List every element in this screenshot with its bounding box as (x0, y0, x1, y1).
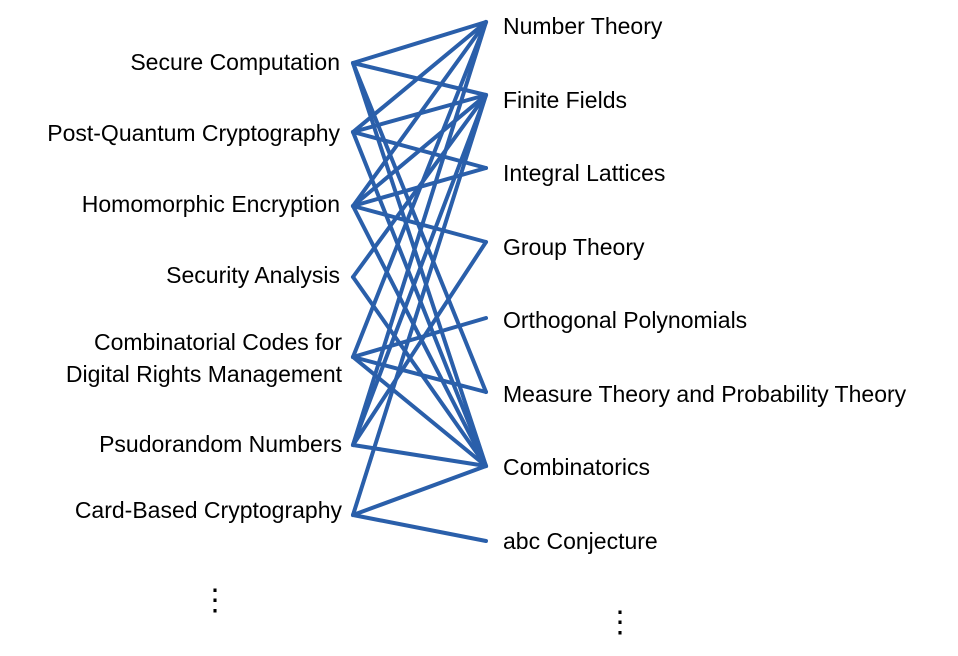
right-topic-number-theory: Number Theory (503, 13, 663, 39)
link-homomorphic-to-group-theory (351, 204, 488, 244)
link-homomorphic-to-number-theory (351, 20, 488, 208)
link-card-based-to-finite-fields (351, 93, 488, 517)
left-topic-post-quantum: Post-Quantum Cryptography (47, 120, 340, 146)
left-topic-combinatorial-codes-line1: Combinatorial Codes for (93, 329, 342, 355)
left-topic-pseudorandom: Psudorandom Numbers (99, 431, 342, 457)
left-topic-secure-computation: Secure Computation (130, 49, 340, 75)
right-continuation-ellipsis: ⋮ (605, 606, 635, 639)
link-security-analysis-to-combinatorics (351, 275, 488, 468)
right-topic-group-theory: Group Theory (503, 234, 645, 260)
link-combinatorial-codes-to-measure-probability (351, 355, 488, 394)
link-combinatorial-codes-to-number-theory (351, 20, 488, 359)
link-secure-computation-to-number-theory (351, 20, 488, 65)
link-pseudorandom-to-number-theory (351, 20, 488, 447)
left-topic-combinatorial-codes-line2: Digital Rights Management (65, 361, 342, 387)
left-continuation-ellipsis: ⋮ (200, 584, 230, 617)
link-homomorphic-to-finite-fields (351, 93, 488, 208)
right-topic-orthogonal-polynomials: Orthogonal Polynomials (503, 307, 748, 333)
link-card-based-to-combinatorics (351, 464, 488, 517)
link-combinatorial-codes-to-orthogonal-polynomials (351, 316, 488, 359)
left-topic-homomorphic: Homomorphic Encryption (81, 191, 340, 217)
left-topic-card-based: Card-Based Cryptography (74, 497, 342, 523)
left-topic-combinatorial-codes: Combinatorial Codes for Digital Rights M… (66, 326, 342, 390)
link-pseudorandom-to-finite-fields (351, 93, 488, 447)
link-card-based-to-abc-conjecture (351, 513, 488, 543)
link-pseudorandom-to-group-theory (351, 240, 488, 447)
link-post-quantum-to-number-theory (351, 20, 488, 134)
right-topic-finite-fields: Finite Fields (503, 87, 627, 113)
right-topic-combinatorics: Combinatorics (503, 454, 650, 480)
right-topic-measure-probability: Measure Theory and Probability Theory (503, 381, 907, 407)
left-topic-security-analysis: Security Analysis (166, 262, 340, 288)
right-topic-abc-conjecture: abc Conjecture (503, 528, 658, 554)
right-topic-integral-lattices: Integral Lattices (503, 160, 666, 186)
